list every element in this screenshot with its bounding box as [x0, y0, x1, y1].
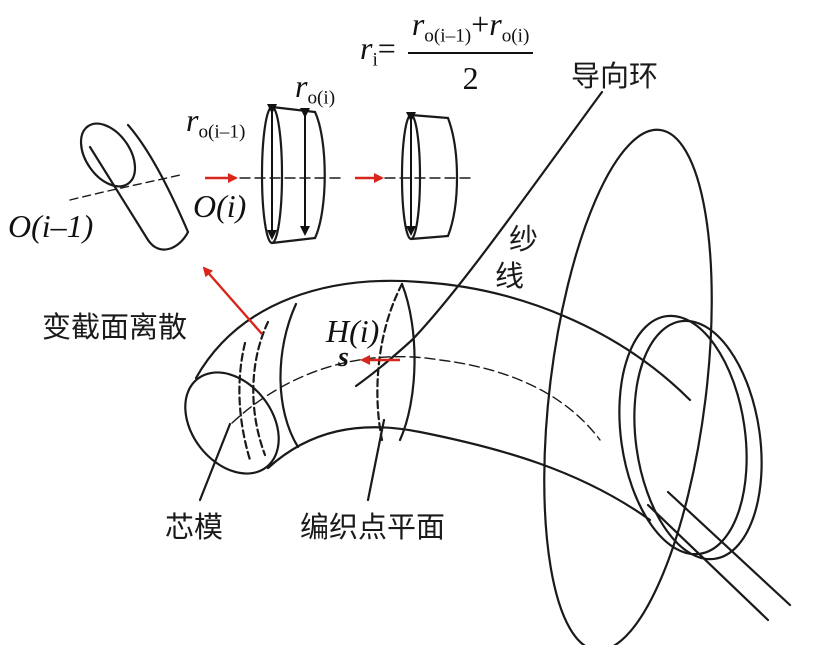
guide-ring	[543, 128, 713, 645]
variable-section-label: 变截面离散	[42, 310, 188, 344]
guide-ring-label: 导向环	[571, 59, 659, 93]
red-arrow-discretize	[202, 266, 263, 335]
braiding-plane-label: 编织点平面	[300, 510, 446, 544]
disc-prev	[69, 122, 190, 251]
yarn-label-2: 线	[495, 259, 525, 293]
formula-denominator: 2	[462, 59, 479, 96]
leader-braiding-plane	[366, 418, 386, 502]
r-i-label: ro(i)	[295, 68, 336, 109]
formula-numerator: ro(i–1)+ro(i)	[407, 8, 534, 54]
disc-current	[239, 105, 343, 245]
support-rod	[646, 490, 792, 622]
yarn-line-lower	[354, 338, 414, 388]
s-vector-label: s	[338, 342, 349, 373]
leader-mandrel	[198, 422, 232, 502]
yarn-label-1: 纱	[509, 222, 539, 256]
O-prev-label: O(i–1)	[8, 208, 94, 244]
radius-average-formula: ri= ro(i–1)+ro(i) 2	[360, 8, 534, 96]
r-prev-label: ro(i–1)	[186, 102, 246, 143]
yarn-line	[410, 90, 604, 342]
mandrel-label: 芯模	[165, 510, 224, 544]
mandrel-tube	[184, 279, 692, 522]
formula-fraction: ro(i–1)+ro(i) 2	[407, 8, 534, 96]
H-i-label: H(i)	[326, 313, 380, 349]
disc-averaged	[384, 113, 471, 241]
O-i-label: O(i)	[193, 188, 247, 224]
ring-flange	[618, 314, 763, 561]
